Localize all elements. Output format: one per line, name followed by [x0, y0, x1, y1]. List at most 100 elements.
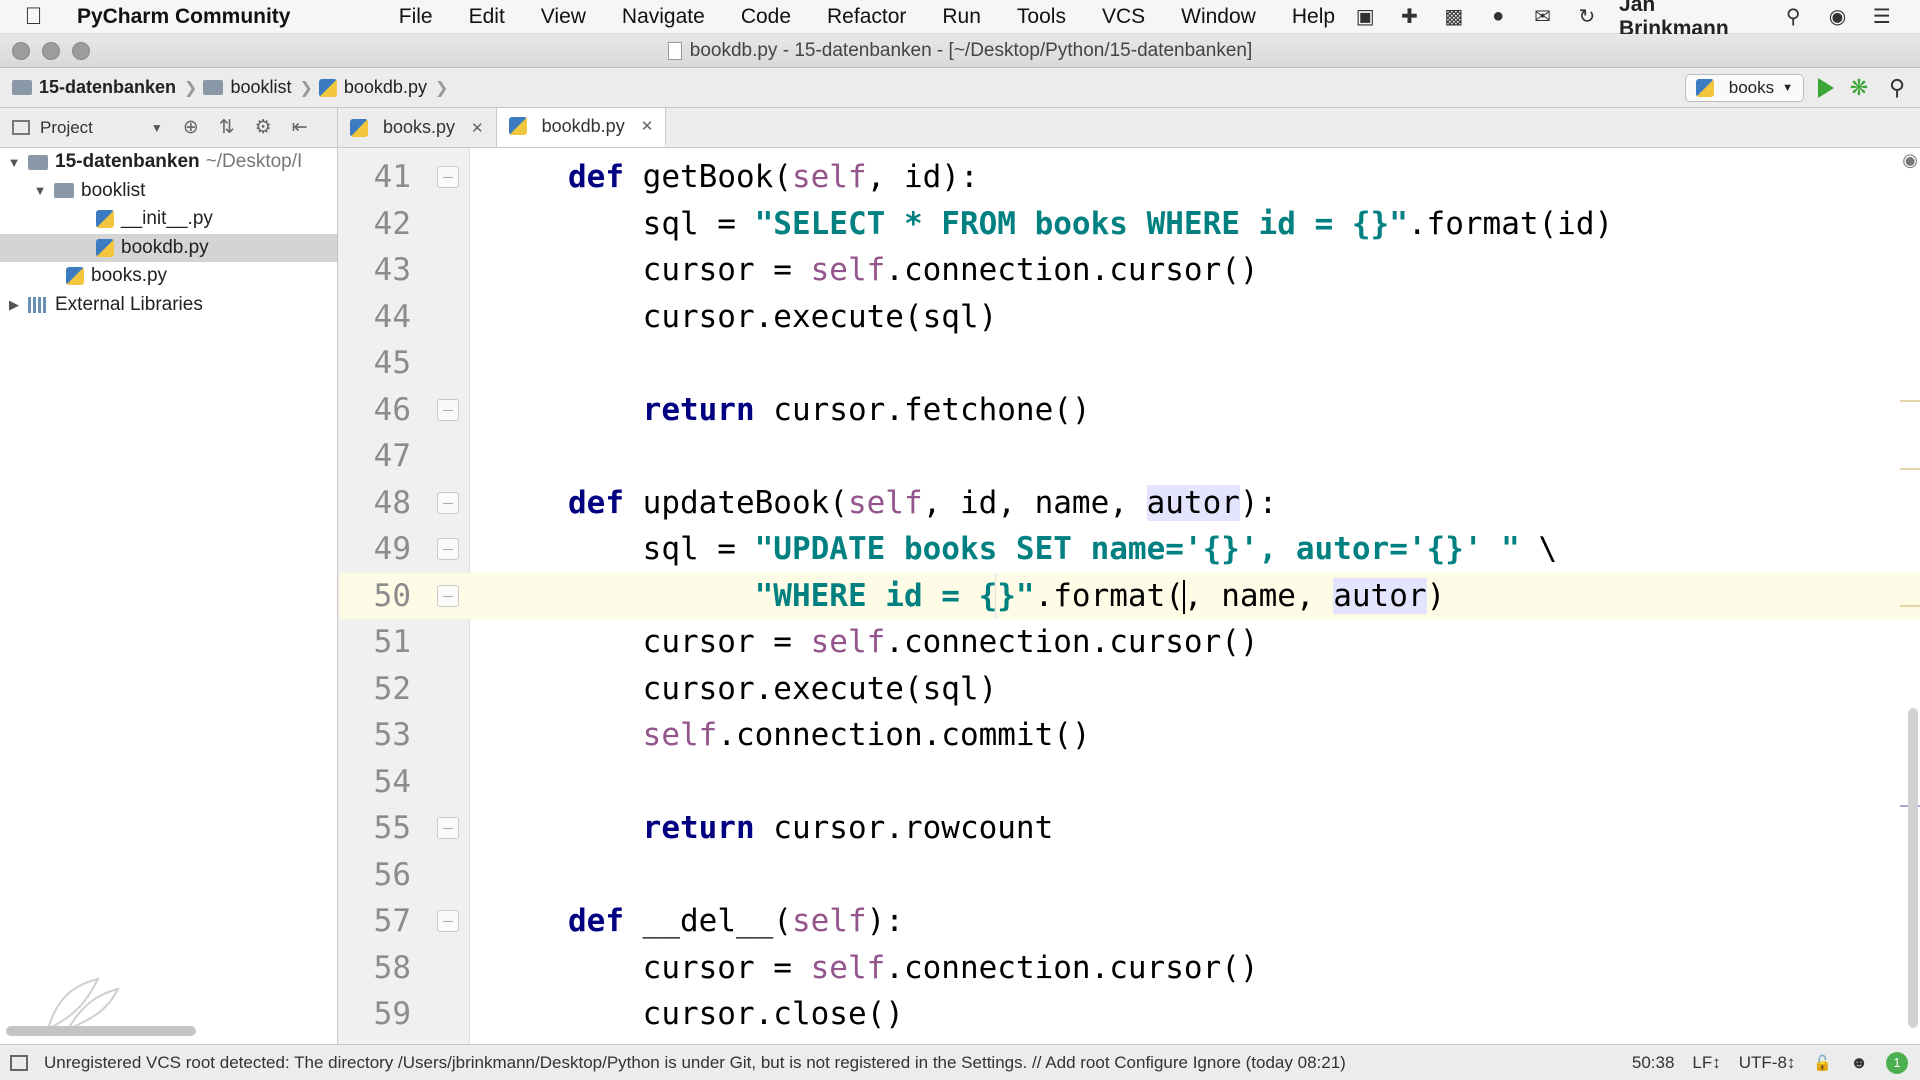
status-message[interactable]: Unregistered VCS root detected: The dire…: [44, 1052, 1346, 1072]
line-number: 41: [373, 159, 411, 195]
code-line[interactable]: 45: [339, 340, 1920, 387]
fold-marker-icon[interactable]: [437, 538, 459, 560]
code-line[interactable]: 59 cursor.close(): [339, 991, 1920, 1038]
tree-item-root[interactable]: ▼ 15-datenbanken ~/Desktop/I: [0, 148, 337, 177]
tool-windows-toggle-icon[interactable]: [10, 1054, 28, 1071]
hide-panel-icon[interactable]: ⇤: [291, 117, 308, 138]
notification-center-icon[interactable]: ☰: [1872, 6, 1891, 28]
code-line[interactable]: 49 sql = "UPDATE books SET name='{}', au…: [339, 526, 1920, 573]
plus-icon[interactable]: ✚: [1401, 6, 1418, 28]
event-log-badge[interactable]: 1: [1886, 1051, 1908, 1074]
lock-icon[interactable]: 🔓: [1813, 1054, 1833, 1072]
apple-icon[interactable]: : [0, 3, 67, 31]
line-number: 58: [373, 949, 411, 986]
locate-icon[interactable]: ⊕: [182, 117, 199, 138]
code-line[interactable]: 58 cursor = self.connection.cursor(): [339, 945, 1920, 992]
line-number: 54: [373, 763, 411, 800]
code-line[interactable]: 47: [339, 433, 1920, 480]
clapper-icon[interactable]: ▣: [1355, 6, 1375, 28]
inspector-icon[interactable]: ☻: [1850, 1052, 1868, 1072]
run-configuration-select[interactable]: books ▼: [1684, 74, 1804, 102]
tab-bookdb-py[interactable]: bookdb.py ✕: [496, 108, 667, 147]
debug-icon[interactable]: ❋: [1849, 75, 1869, 100]
menu-edit[interactable]: Edit: [468, 4, 505, 28]
fold-marker-icon[interactable]: [437, 491, 459, 514]
tree-item-external-libraries[interactable]: ▶ External Libraries: [0, 291, 337, 320]
menu-run[interactable]: Run: [942, 4, 981, 28]
code-line[interactable]: 55 return cursor.rowcount: [339, 805, 1920, 852]
code-line[interactable]: 52 cursor.execute(sql): [339, 666, 1920, 713]
close-icon[interactable]: ✕: [471, 119, 484, 137]
file-encoding[interactable]: UTF-8↕: [1738, 1052, 1796, 1072]
chevron-right-icon[interactable]: ▶: [9, 296, 19, 312]
app-name-menu[interactable]: PyCharm Community Edition: [76, 4, 291, 62]
fold-marker-icon[interactable]: [437, 910, 459, 932]
code-line[interactable]: 53 self.connection.commit(): [339, 712, 1920, 759]
code-line[interactable]: 51 cursor = self.connection.cursor(): [339, 619, 1920, 666]
fold-marker-icon[interactable]: [437, 584, 459, 607]
breadcrumb-project[interactable]: 15-datenbanken: [39, 77, 177, 97]
collapse-all-icon[interactable]: ⇅: [218, 117, 235, 138]
menu-file[interactable]: File: [398, 4, 433, 28]
eye-icon[interactable]: ◉: [1902, 150, 1918, 170]
menu-window[interactable]: Window: [1181, 4, 1256, 28]
menu-navigate[interactable]: Navigate: [621, 4, 705, 28]
line-separator[interactable]: LF↕: [1692, 1052, 1721, 1072]
line-number: 48: [373, 484, 411, 521]
zoom-window-button[interactable]: [72, 42, 90, 60]
code-line[interactable]: 56: [339, 852, 1920, 899]
gear-icon[interactable]: ⚙: [254, 117, 272, 138]
menu-help[interactable]: Help: [1291, 4, 1336, 28]
tree-file-label: books.py: [91, 265, 168, 287]
editor-vertical-scrollbar[interactable]: [1908, 708, 1918, 1028]
menu-view[interactable]: View: [540, 4, 586, 28]
siri-icon[interactable]: ◉: [1828, 6, 1847, 28]
close-window-button[interactable]: [12, 42, 30, 60]
search-icon[interactable]: ⚲: [1888, 75, 1906, 100]
run-icon[interactable]: [1818, 78, 1834, 98]
tree-item-booklist[interactable]: ▼ booklist: [0, 177, 337, 206]
breadcrumb-file[interactable]: bookdb.py: [343, 77, 427, 97]
folder-icon: [12, 80, 32, 95]
line-number: 45: [373, 345, 411, 381]
fold-marker-icon[interactable]: [437, 817, 459, 839]
tree-item-books-py[interactable]: books.py: [0, 262, 337, 291]
time-machine-icon[interactable]: ↻: [1578, 6, 1596, 28]
chevron-down-icon[interactable]: ▼: [150, 120, 163, 135]
menu-vcs[interactable]: VCS: [1101, 4, 1146, 28]
close-icon[interactable]: ✕: [640, 118, 654, 135]
code-line[interactable]: 50 "WHERE id = {}".format(, name, autor): [339, 572, 1920, 619]
chat-icon[interactable]: ✉: [1534, 6, 1551, 28]
chevron-down-icon[interactable]: ▼: [7, 154, 21, 170]
code-text: self.connection.commit(): [642, 717, 1091, 753]
tab-books-py[interactable]: books.py ✕: [338, 108, 497, 147]
chevron-down-icon[interactable]: ▼: [33, 183, 47, 199]
camera-icon[interactable]: ▩: [1444, 6, 1464, 28]
tree-item-bookdb-py[interactable]: bookdb.py: [0, 233, 337, 262]
minimize-window-button[interactable]: [42, 42, 60, 60]
fold-marker-icon[interactable]: [437, 166, 459, 188]
user-name[interactable]: Jan Brinkmann: [1619, 0, 1729, 40]
menu-code[interactable]: Code: [740, 4, 792, 28]
menu-refactor[interactable]: Refactor: [827, 4, 907, 28]
code-line[interactable]: 46 return cursor.fetchone(): [339, 387, 1920, 434]
code-line[interactable]: 42 sql = "SELECT * FROM books WHERE id =…: [339, 201, 1920, 248]
spotlight-icon[interactable]: ⚲: [1785, 6, 1801, 28]
breadcrumb-folder[interactable]: booklist: [230, 77, 292, 97]
fold-marker-icon[interactable]: [437, 398, 459, 421]
code-line[interactable]: 44 cursor.execute(sql): [339, 294, 1920, 341]
tree-file-label: bookdb.py: [121, 236, 209, 258]
tree-horizontal-scrollbar[interactable]: [6, 1026, 196, 1036]
tree-item-init-py[interactable]: __init__.py: [0, 205, 337, 234]
menu-tools[interactable]: Tools: [1016, 4, 1066, 28]
project-view-label[interactable]: Project: [40, 117, 93, 137]
cursor-position[interactable]: 50:38: [1631, 1052, 1675, 1072]
leaf-icon[interactable]: ●: [1492, 5, 1505, 27]
code-line[interactable]: 43 cursor = self.connection.cursor(): [339, 247, 1920, 294]
code-line[interactable]: 54: [339, 759, 1920, 806]
tab-label: books.py: [383, 117, 456, 137]
